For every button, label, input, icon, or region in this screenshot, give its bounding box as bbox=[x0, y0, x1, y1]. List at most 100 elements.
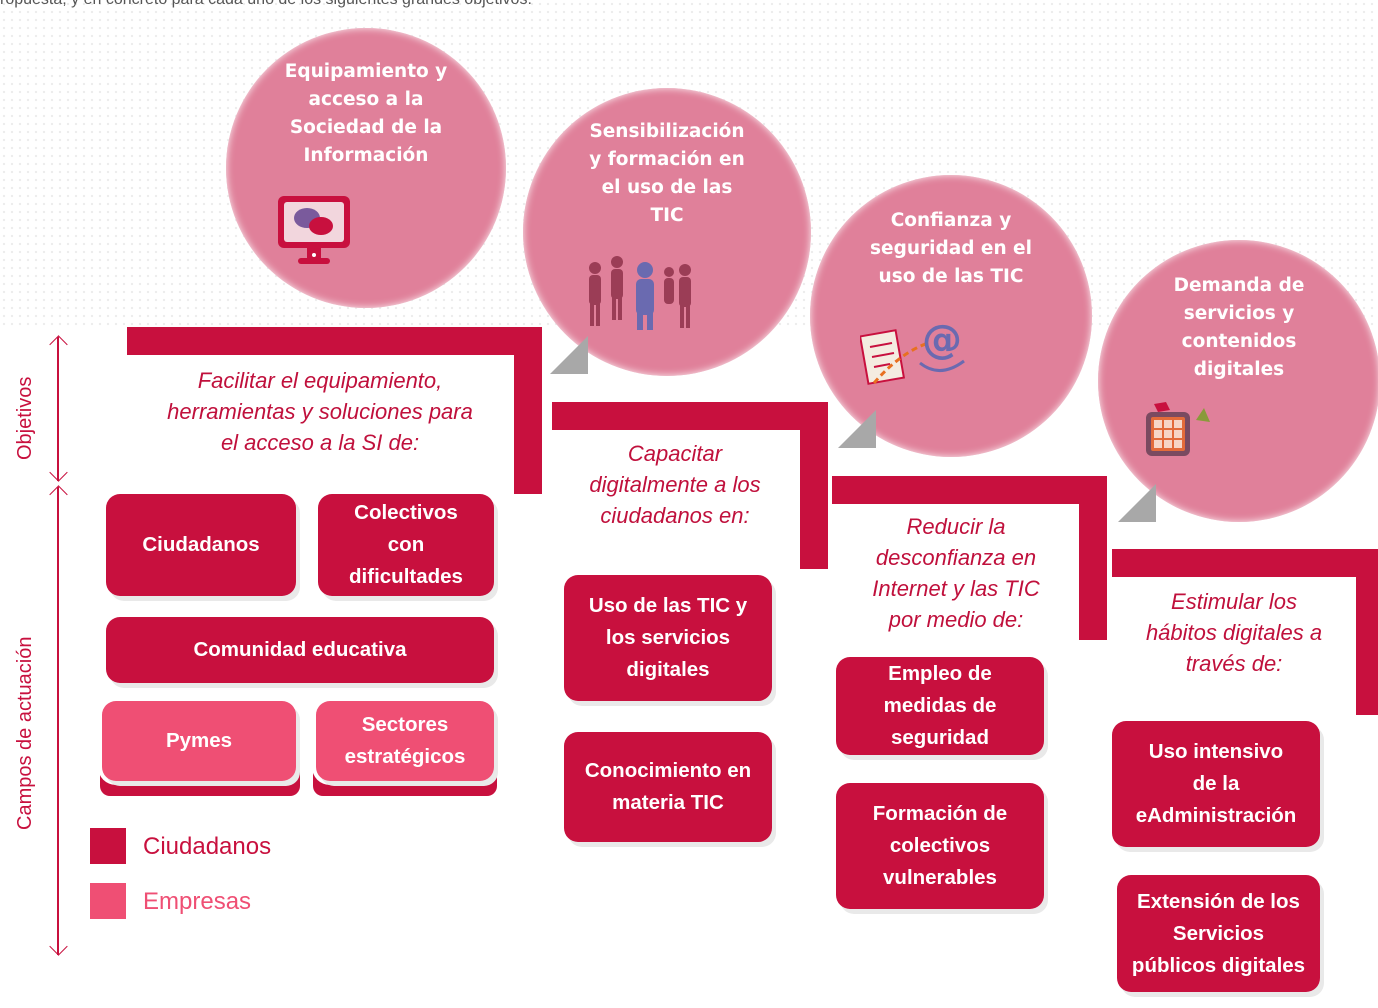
stair-shadow-1 bbox=[550, 336, 588, 374]
box-line: dificultades bbox=[349, 565, 463, 588]
legend-label-ciudadanos: Ciudadanos bbox=[143, 833, 272, 860]
campos-label: Campos de actuación bbox=[14, 636, 36, 830]
objective-line: ciudadanos en: bbox=[600, 503, 750, 528]
stair-shadow-3 bbox=[1118, 484, 1156, 522]
box-line: Uso de las TIC y bbox=[588, 594, 748, 617]
objective-line: Capacitar bbox=[627, 441, 723, 466]
box-line: materia TIC bbox=[612, 791, 724, 814]
objective-line: Estimular los bbox=[1171, 589, 1297, 614]
box-line: Conocimiento en bbox=[584, 759, 752, 782]
svg-text:@: @ bbox=[922, 317, 962, 363]
stair-step-2-vertical bbox=[800, 402, 828, 569]
stair-step-3-top bbox=[832, 476, 1107, 504]
objetivos-arrow-down bbox=[49, 463, 68, 482]
box-line: digitales bbox=[626, 658, 710, 681]
stair-step-4-top bbox=[1112, 549, 1378, 577]
stair-step-4-vertical bbox=[1356, 549, 1378, 715]
objective-line: través de: bbox=[1185, 651, 1283, 676]
circle-title-line: Confianza y bbox=[890, 210, 1012, 231]
objective-4-text: Estimular los hábitos digitales a través… bbox=[1112, 586, 1356, 679]
box-line: estratégicos bbox=[344, 745, 466, 768]
box-colectivos-con-dificultades: Colectivos con dificultades bbox=[318, 494, 494, 596]
box-comunidad-educativa: Comunidad educativa bbox=[106, 617, 494, 683]
monitor-chat-icon bbox=[278, 196, 350, 264]
box-line: públicos digitales bbox=[1131, 953, 1306, 977]
campos-arrow-up bbox=[49, 485, 68, 504]
box-line: con bbox=[387, 533, 425, 556]
circle-title-line: Sociedad de la bbox=[289, 117, 443, 138]
objective-line: Reducir la bbox=[906, 514, 1006, 539]
box-line: Servicios bbox=[1172, 921, 1265, 945]
people-group-icon bbox=[589, 256, 691, 330]
circle-title-line: acceso a la bbox=[308, 89, 424, 110]
circle-title-line: Equipamiento y bbox=[284, 61, 448, 82]
box-pymes: Pymes bbox=[102, 701, 296, 781]
box-sectores-estrategicos: Sectores estratégicos bbox=[316, 701, 494, 781]
stair-shadow-2 bbox=[838, 410, 876, 448]
box-extension-servicios-publicos: Extensión de los Servicios públicos digi… bbox=[1117, 875, 1320, 992]
box-line: vulnerables bbox=[883, 866, 997, 889]
legend-swatch-ciudadanos bbox=[90, 828, 126, 864]
box-line: medidas de bbox=[883, 694, 997, 717]
box-uso-de-las-tic: Uso de las TIC y los servicios digitales bbox=[564, 575, 772, 701]
tablet-apps-icon bbox=[1146, 402, 1210, 456]
objective-line: el acceso a la SI de: bbox=[220, 430, 420, 455]
circle-title-line: servicios y bbox=[1183, 303, 1295, 324]
circle-title-line: contenidos bbox=[1181, 331, 1297, 352]
box-line: eAdministración bbox=[1135, 804, 1297, 827]
box-conocimiento-materia-tic: Conocimiento en materia TIC bbox=[564, 732, 772, 842]
box-formacion-colectivos-vulnerables: Formación de colectivos vulnerables bbox=[836, 783, 1044, 909]
box-line: Colectivos bbox=[354, 501, 458, 524]
circle-title-line: digitales bbox=[1193, 359, 1285, 380]
box-line: de la bbox=[1192, 772, 1240, 795]
box-line: Formación de bbox=[872, 802, 1008, 825]
objetivos-axis-line bbox=[57, 337, 59, 481]
top-caption: ropuesta, y en concreto para cada uno de… bbox=[0, 0, 900, 9]
objective-2-text: Capacitar digitalmente a los ciudadanos … bbox=[555, 438, 795, 531]
circle-equipamiento: Equipamiento y acceso a la Sociedad de l… bbox=[226, 28, 506, 308]
box-line: Pymes bbox=[165, 729, 233, 752]
circle-title-line: uso de las TIC bbox=[878, 266, 1024, 287]
campos-axis-line bbox=[57, 487, 59, 955]
circle-title-line: y formación en bbox=[589, 149, 745, 170]
stair-step-2-top bbox=[552, 402, 828, 430]
objective-line: herramientas y soluciones para bbox=[167, 399, 473, 424]
stair-step-3-vertical bbox=[1079, 476, 1107, 640]
circle-title-line: seguridad en el bbox=[870, 238, 1032, 259]
box-line: Uso intensivo bbox=[1148, 740, 1284, 763]
circle-title-line: Información bbox=[303, 145, 429, 166]
objective-line: Internet y las TIC bbox=[872, 576, 1040, 601]
email-security-icon: @ bbox=[860, 317, 965, 385]
box-line: seguridad bbox=[891, 726, 989, 749]
stair-step-1-vertical bbox=[514, 327, 542, 494]
legend-label-empresas: Empresas bbox=[143, 888, 252, 915]
box-empleo-medidas-seguridad: Empleo de medidas de seguridad bbox=[836, 657, 1044, 755]
objective-line: digitalmente a los bbox=[589, 472, 761, 497]
box-line: los servicios bbox=[605, 626, 731, 649]
circle-sensibilizacion: Sensibilización y formación en el uso de… bbox=[523, 88, 811, 376]
box-ciudadanos: Ciudadanos bbox=[106, 494, 296, 596]
box-line: Sectores bbox=[361, 713, 449, 736]
circle-demanda: Demanda de servicios y contenidos digita… bbox=[1098, 240, 1378, 522]
objective-3-text: Reducir la desconfianza en Internet y la… bbox=[836, 511, 1076, 635]
legend-swatch-empresas bbox=[90, 883, 126, 919]
circle-title-line: TIC bbox=[650, 205, 684, 226]
box-line: Empleo de bbox=[888, 662, 992, 685]
objective-line: Facilitar el equipamiento, bbox=[197, 368, 443, 393]
stair-step-1-top bbox=[127, 327, 542, 355]
objective-1-text: Facilitar el equipamiento, herramientas … bbox=[130, 365, 510, 458]
objective-line: hábitos digitales a bbox=[1145, 620, 1323, 645]
box-line: Extensión de los bbox=[1137, 889, 1300, 913]
objective-line: por medio de: bbox=[888, 607, 1024, 632]
campos-arrow-down bbox=[49, 937, 68, 956]
box-line: Comunidad educativa bbox=[193, 638, 407, 661]
box-uso-intensivo-eadministracion: Uso intensivo de la eAdministración bbox=[1112, 721, 1320, 847]
circle-confianza: Confianza y seguridad en el uso de las T… bbox=[810, 175, 1092, 457]
box-line: Ciudadanos bbox=[142, 533, 260, 556]
circle-title-line: Sensibilización bbox=[589, 121, 745, 142]
objetivos-arrow-up bbox=[49, 335, 68, 354]
objective-line: desconfianza en bbox=[875, 545, 1037, 570]
objetivos-label: Objetivos bbox=[14, 376, 36, 460]
box-line: colectivos bbox=[889, 834, 991, 857]
circle-title-line: el uso de las bbox=[601, 177, 733, 198]
